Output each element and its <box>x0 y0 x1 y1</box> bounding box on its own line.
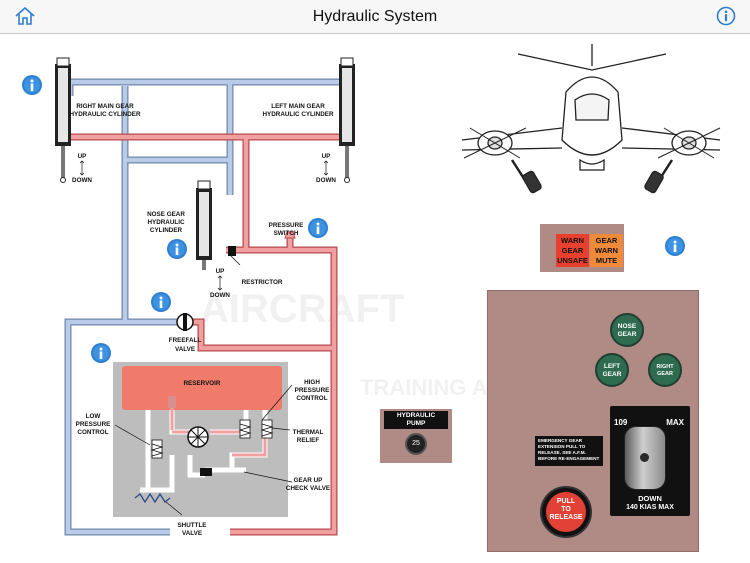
info-icon[interactable] <box>91 343 111 363</box>
gear-up-label-1: GEAR UP <box>294 477 323 484</box>
hydraulic-pump-indicator: HYDRAULIC PUMP 25 <box>380 409 452 463</box>
reservoir <box>122 366 282 410</box>
right-main-gear-label: RIGHT MAIN GEAR <box>76 103 134 110</box>
emergency-text-2: EXTENSION PULL TO <box>538 444 586 449</box>
info-icon[interactable] <box>308 218 328 238</box>
high-pressure-label-2: PRESSURE <box>295 387 330 394</box>
relief-valves <box>150 419 274 459</box>
info-icon[interactable] <box>151 292 171 312</box>
right-down-label: DOWN <box>72 177 92 184</box>
pull-text-2: TO <box>561 506 571 513</box>
right-light-text-1: RIGHT <box>656 364 674 370</box>
shuttle-valve-spring <box>134 492 171 504</box>
pump-label-plate: HYDRAULIC PUMP <box>384 411 448 429</box>
emergency-text-1: EMERGENCY GEAR <box>538 438 583 443</box>
pump-gear <box>187 426 209 448</box>
pull-text-3: RELEASE <box>549 514 583 521</box>
pressure-switch <box>284 231 296 239</box>
mute-text-2: WARN <box>595 246 618 255</box>
pump-label-1: HYDRAULIC <box>396 412 436 419</box>
restrictor-block <box>228 246 236 256</box>
reservoir-label: RESERVOIR <box>184 380 221 387</box>
restrictor-label: RESTRICTOR <box>242 279 283 286</box>
right-updown-arrow <box>79 160 85 176</box>
thermal-label-2: RELIEF <box>297 437 320 444</box>
gear-up-label-2: CHECK VALVE <box>286 485 330 492</box>
gear-annunciator: WARN GEAR UNSAFE GEAR WARN MUTE <box>540 224 624 272</box>
warn-gear-unsafe-light: WARN GEAR UNSAFE <box>556 234 589 267</box>
freefall-label-2: VALVE <box>175 346 195 353</box>
shuttle-label-2: VALVE <box>182 530 202 537</box>
low-pressure-label-2: PRESSURE <box>76 421 111 428</box>
right-main-gear-cylinder <box>55 57 71 183</box>
pump-label-2: PUMP <box>406 420 426 427</box>
nose-down-label: DOWN <box>210 292 230 299</box>
nose-gear-label-1: NOSE GEAR <box>147 211 185 218</box>
pump-gauge: 25 <box>405 433 427 455</box>
nose-light-text-2: GEAR <box>617 331 637 338</box>
low-pressure-label-1: LOW <box>86 413 101 420</box>
top-bar <box>0 0 750 34</box>
gear-down-speed: 140 KIAS MAX <box>626 504 674 511</box>
gear-up-speed: 109 <box>614 418 628 427</box>
nose-gear-label-3: CYLINDER <box>150 227 183 234</box>
left-light-text-2: GEAR <box>602 371 622 378</box>
nose-gear-label-2: HYDRAULIC <box>147 219 185 226</box>
left-main-gear-cylinder <box>339 57 355 183</box>
nose-gear-cylinder <box>196 180 212 270</box>
gear-up-check-valve <box>200 468 212 476</box>
watermark-text: AIRCRAFT <box>200 287 404 331</box>
emergency-text-3: RELEASE. SEE A.F.M. <box>538 450 586 455</box>
mute-text-3: MUTE <box>595 256 618 265</box>
low-pressure-label-3: CONTROL <box>77 429 108 436</box>
mute-text-1: GEAR <box>595 236 618 245</box>
emergency-placard: EMERGENCY GEAR EXTENSION PULL TO RELEASE… <box>535 436 603 466</box>
home-icon[interactable] <box>14 6 36 26</box>
right-gear-light: RIGHT GEAR <box>648 353 682 387</box>
right-main-cyl-label: HYDRAULIC CYLINDER <box>69 111 140 118</box>
emergency-text-4: BEFORE RE-ENGAGEMENT <box>538 456 600 461</box>
page-title: Hydraulic System <box>312 8 438 25</box>
hydraulic-diagram: AIRCRAFT TRAINING AIDS <box>22 44 721 537</box>
nose-up-label: UP <box>216 268 225 275</box>
info-icon[interactable] <box>22 75 42 95</box>
pressure-switch-label-1: PRESSURE <box>269 222 304 229</box>
info-icon[interactable] <box>665 236 685 256</box>
airplane-illustration <box>461 44 721 194</box>
left-main-gear-label: LEFT MAIN GEAR <box>271 103 325 110</box>
pressure-switch-label-2: SWITCH <box>274 230 299 237</box>
right-up-label: UP <box>78 153 87 160</box>
landing-gear-panel: NOSE GEAR LEFT GEAR RIGHT GEAR 109 MAX D… <box>487 290 699 552</box>
high-pressure-label-3: CONTROL <box>296 395 327 402</box>
nose-updown-arrow <box>217 275 223 291</box>
gear-handle[interactable] <box>624 426 666 490</box>
warn-text-2: GEAR <box>561 246 584 255</box>
gear-handle-knob <box>640 453 649 462</box>
shuttle-label-1: SHUTTLE <box>177 522 206 529</box>
freefall-label-1: FREEFALL <box>169 337 202 344</box>
warn-text-3: UNSAFE <box>557 256 588 265</box>
freefall-valve <box>176 313 194 331</box>
left-main-cyl-label: HYDRAULIC CYLINDER <box>262 111 333 118</box>
left-updown-arrow <box>323 160 329 176</box>
left-gear-light: LEFT GEAR <box>595 353 629 387</box>
pull-to-release-knob[interactable]: PULL TO RELEASE <box>546 492 586 532</box>
right-light-text-2: GEAR <box>657 371 673 377</box>
info-icon[interactable] <box>167 239 187 259</box>
left-down-label: DOWN <box>316 177 336 184</box>
gear-warn-mute-button[interactable]: GEAR WARN MUTE <box>590 234 623 267</box>
high-pressure-label-1: HIGH <box>304 379 320 386</box>
gear-up-max: MAX <box>666 418 684 427</box>
leader-lines <box>114 252 293 516</box>
thermal-label-1: THERMAL <box>293 429 324 436</box>
left-light-text-1: LEFT <box>603 363 621 370</box>
gear-down-label: DOWN <box>638 494 662 503</box>
left-up-label: UP <box>322 153 331 160</box>
warn-text-1: WARN <box>561 236 584 245</box>
nose-light-text-1: NOSE <box>617 323 637 330</box>
pull-text-1: PULL <box>556 498 576 505</box>
nose-gear-light: NOSE GEAR <box>610 313 644 347</box>
info-icon[interactable] <box>716 6 736 26</box>
